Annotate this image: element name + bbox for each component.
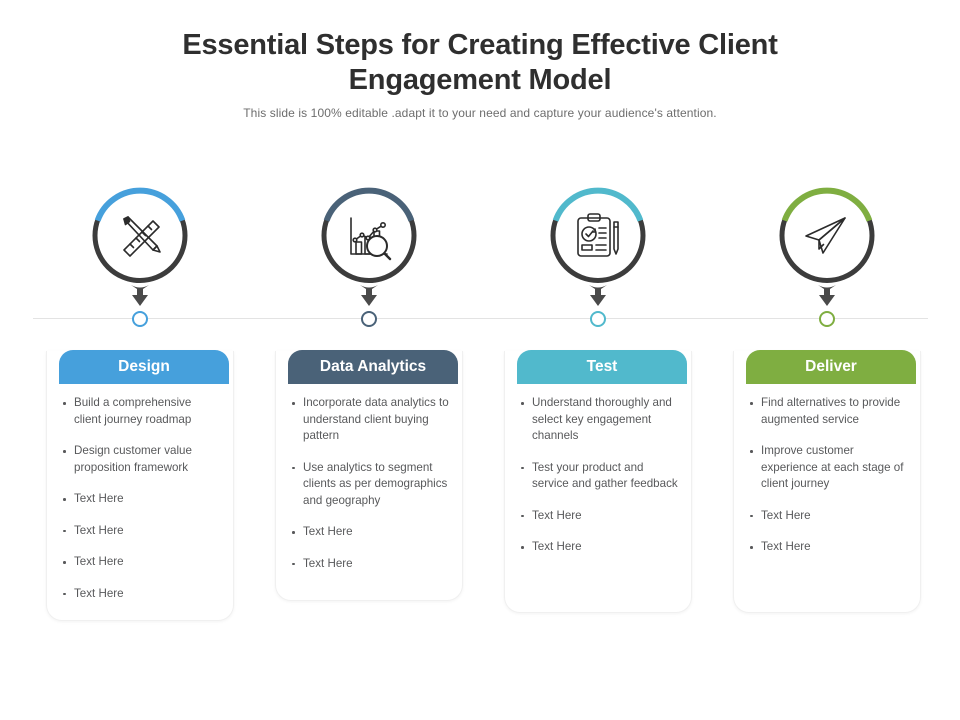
clipboard-check-pencil-icon [569,207,627,265]
step-card-header-test: Test [517,350,687,384]
list-item: Text Here [57,554,221,571]
step-card-data-analytics: Data Analytics Incorporate data analytic… [275,350,463,601]
list-item: Text Here [744,508,908,525]
step-arrow-down [131,283,149,307]
list-item: Text Here [744,539,908,556]
progress-ring-deliver [777,185,878,286]
step-icon-group [712,185,942,327]
step-icon-group [483,185,713,327]
page-title: Essential Steps for Creating Effective C… [182,29,778,96]
timeline-node-data-analytics [361,311,377,327]
list-item: Build a comprehensive client journey roa… [57,395,221,428]
list-item: Test your product and service and gather… [515,460,679,493]
bullet-list-test: Understand thoroughly and select key eng… [515,395,679,556]
step-card-test: Test Understand thoroughly and select ke… [504,350,692,613]
progress-ring-data-analytics [319,185,420,286]
step-column-design [25,185,255,327]
ruler-pencil-icon [111,207,169,265]
step-card-title: Test [586,358,618,375]
step-card-header-design: Design [59,350,229,384]
step-arrow-down [360,283,378,307]
bullet-list-deliver: Find alternatives to provide augmented s… [744,395,908,556]
timeline-node-design [132,311,148,327]
list-item: Improve customer experience at each stag… [744,443,908,493]
step-column-data-analytics [254,185,484,327]
list-item: Text Here [515,539,679,556]
step-arrow-down [589,283,607,307]
step-card-header-data-analytics: Data Analytics [288,350,458,384]
list-item: Text Here [286,556,450,573]
bullet-list-data-analytics: Incorporate data analytics to understand… [286,395,450,572]
step-card-title: Data Analytics [319,358,427,375]
step-card-deliver: Deliver Find alternatives to provide aug… [733,350,921,613]
step-icon-group [254,185,484,327]
progress-ring-design [90,185,191,286]
step-card-design: Design Build a comprehensive client jour… [46,350,234,621]
list-item: Find alternatives to provide augmented s… [744,395,908,428]
bar-chart-magnifier-icon [340,207,398,265]
step-card-body: Find alternatives to provide augmented s… [734,395,920,571]
list-item: Text Here [57,523,221,540]
list-item: Text Here [515,508,679,525]
list-item: Text Here [57,491,221,508]
list-item: Text Here [286,524,450,541]
step-card-title: Design [118,358,170,375]
step-icon-group [25,185,255,327]
list-item: Use analytics to segment clients as per … [286,460,450,510]
step-card-body: Understand thoroughly and select key eng… [505,395,691,571]
list-item: Incorporate data analytics to understand… [286,395,450,445]
step-arrow-down [818,283,836,307]
step-column-deliver [712,185,942,327]
page-subtitle: This slide is 100% editable .adapt it to… [243,106,717,120]
paper-plane-icon [798,207,856,265]
timeline-node-deliver [819,311,835,327]
step-column-test [483,185,713,327]
timeline-node-test [590,311,606,327]
step-card-header-deliver: Deliver [746,350,916,384]
step-card-title: Deliver [805,358,857,375]
step-card-body: Incorporate data analytics to understand… [276,395,462,587]
progress-ring-test [548,185,649,286]
step-card-body: Build a comprehensive client journey roa… [47,395,233,617]
list-item: Understand thoroughly and select key eng… [515,395,679,445]
list-item: Design customer value proposition framew… [57,443,221,476]
bullet-list-design: Build a comprehensive client journey roa… [57,395,221,602]
list-item: Text Here [57,586,221,603]
timeline-baseline [33,318,928,319]
